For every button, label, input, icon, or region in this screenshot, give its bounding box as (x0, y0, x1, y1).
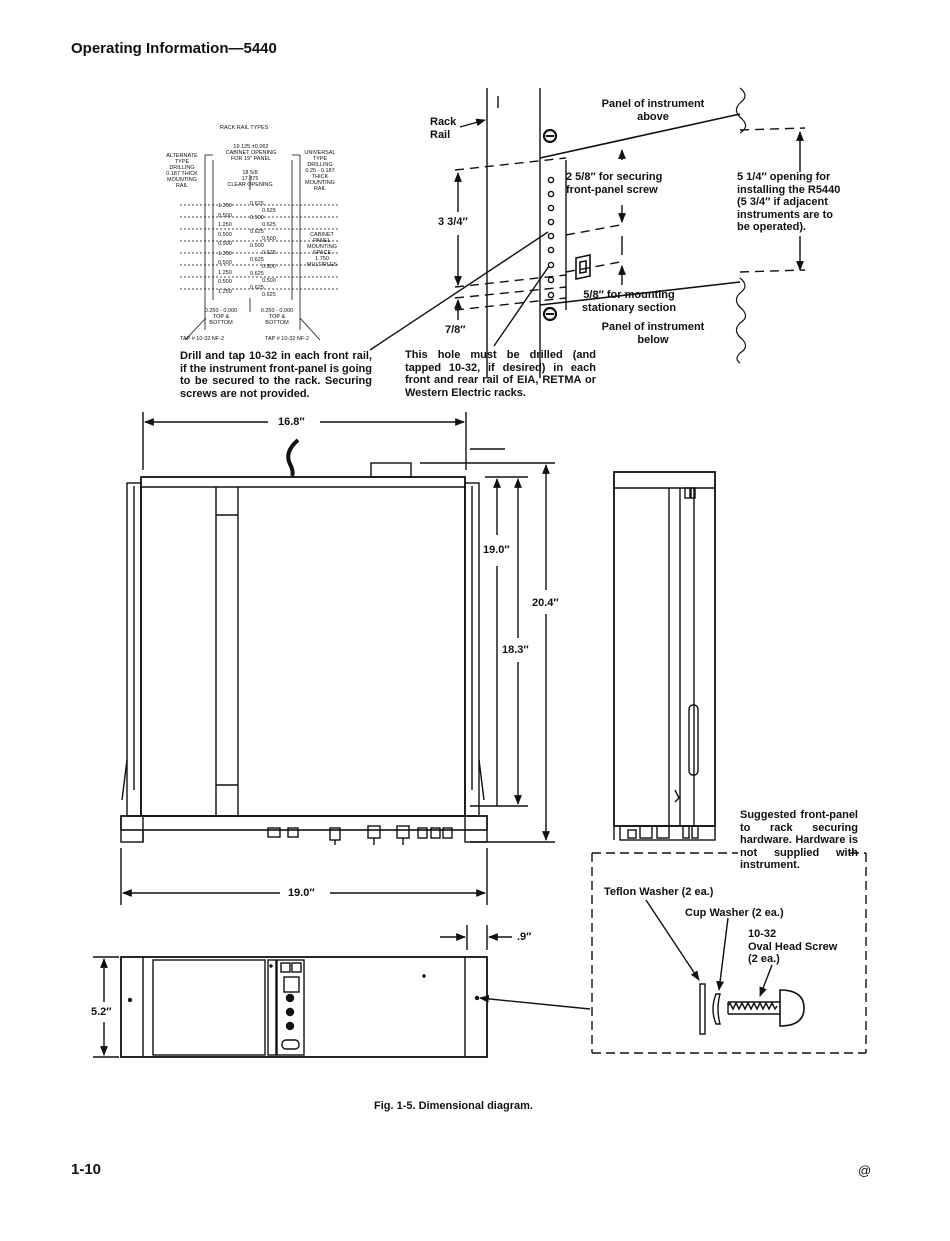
figure-caption: Fig. 1-5. Dimensional diagram. (374, 1100, 533, 1112)
rack-rail-detail (369, 87, 806, 378)
rack-rail-label: Rack Rail (430, 116, 457, 141)
dim-0-9: .9″ (517, 931, 532, 943)
footer-mark: @ (858, 1163, 872, 1178)
dim-18-3: 18.3″ (502, 644, 529, 656)
rail-value-left: 1.250 (218, 250, 232, 257)
rail-value-left: 0.500 (218, 279, 232, 285)
rail-value-right: 0.625 (250, 201, 264, 207)
screw-label: 10-32 Oval Head Screw (2 ea.) (748, 928, 838, 965)
side-view-instrument (613, 471, 716, 841)
securing-screw-label: 2 5/8″ for securing front-panel screw (566, 171, 663, 196)
cup-washer-label: Cup Washer (2 ea.) (685, 907, 784, 919)
rail-types-title: RACK RAIL TYPES (220, 125, 269, 131)
dim-16-8: 16.8″ (278, 416, 305, 428)
rail-value-left: 0.500 (218, 212, 232, 219)
rail-value-right: 0.625 (262, 250, 276, 256)
rail-value-right: 0.625 (250, 271, 264, 277)
cabinet-opening-label: 19.125 ±0.062 CABINET OPENING FOR 19″ PA… (225, 144, 277, 162)
rail-value-left: 0.500 (218, 260, 232, 266)
top-bottom-left: 0.250 - 0.000 TOP & BOTTOM (204, 308, 238, 326)
rail-value-right: 0.625 (262, 292, 276, 298)
top-bottom-right: 0.250 - 0.000 TOP & BOTTOM (260, 308, 294, 326)
opening-label: 5 1/4″ opening for installing the R5440 … (737, 171, 841, 233)
clear-opening-label: 18 5/8 17.875 CLEAR OPENING (227, 170, 273, 188)
dim-7-8: 7/8″ (445, 324, 466, 336)
top-view-instrument (120, 438, 555, 845)
page-number: 1-10 (71, 1161, 102, 1178)
hardware-parts (645, 899, 805, 1035)
cabinet-panel-label: CABINET PANEL MOUNTING SPACE 1.750 MULTI… (306, 232, 338, 268)
rail-value-right: 0.625 (250, 257, 264, 263)
rail-value-left: 1.250 (218, 269, 232, 276)
dim-20-4: 20.4″ (532, 597, 559, 609)
dim-19-0-horizontal: 19.0″ (288, 887, 315, 899)
page-header: Operating Information—5440 (71, 40, 277, 57)
rail-value-left: 0.500 (218, 231, 232, 238)
dim-5-2: 5.2″ (91, 1006, 112, 1018)
rail-types-diagram (180, 154, 340, 341)
tap-right: TAP # 10-32 NF-2 (265, 336, 310, 342)
front-view-instrument (93, 956, 591, 1058)
rail-value-right: 0.500 (262, 236, 276, 242)
drill-note: Drill and tap 10-32 in each front rail, … (180, 350, 372, 400)
alternate-type-label: ALTERNATE TYPE DRILLING 0.187 THICK MOUN… (166, 153, 198, 189)
rail-value-right: 0.625 (262, 222, 276, 228)
hole-note: This hole must be drilled (and tapped 10… (405, 349, 596, 399)
panel-above-label: Panel of instrument above (601, 98, 705, 123)
rear-connectors (267, 825, 453, 845)
suggested-hardware-note: Suggested front-panel to rack securing h… (740, 809, 858, 871)
panel-below-label: Panel of instrument below (601, 321, 705, 346)
rail-value-right: 0.500 (250, 215, 264, 221)
rail-value-right: 0.500 (262, 278, 276, 284)
rail-value-right: 0.500 (250, 243, 264, 249)
rail-value-right: 0.500 (262, 264, 276, 270)
hardware-box (591, 852, 867, 1054)
dim-3-3-4: 3 3/4″ (438, 216, 468, 228)
rail-value-left: 1.250 (218, 288, 232, 295)
mounting-label: 5/8″ for mounting stationary section (581, 289, 677, 314)
rail-value-right: 0.625 (250, 229, 264, 235)
rail-value-left: 1.250 (218, 222, 232, 228)
universal-type-label: UNIVERSAL TYPE DRILLING 0.25 - 0.187 THI… (304, 150, 336, 192)
rail-value-right: 0.625 (262, 208, 276, 214)
rail-value-left: 1.250 (218, 203, 232, 209)
teflon-washer-label: Teflon Washer (2 ea.) (604, 886, 714, 898)
rail-value-left: 0.500 (218, 241, 232, 247)
tap-left: TAP # 10-32 NF-2 (180, 336, 225, 342)
rail-holes (547, 176, 555, 299)
rail-value-right: 0.625 (250, 285, 264, 291)
dim-19-0-vertical: 19.0″ (483, 544, 510, 556)
